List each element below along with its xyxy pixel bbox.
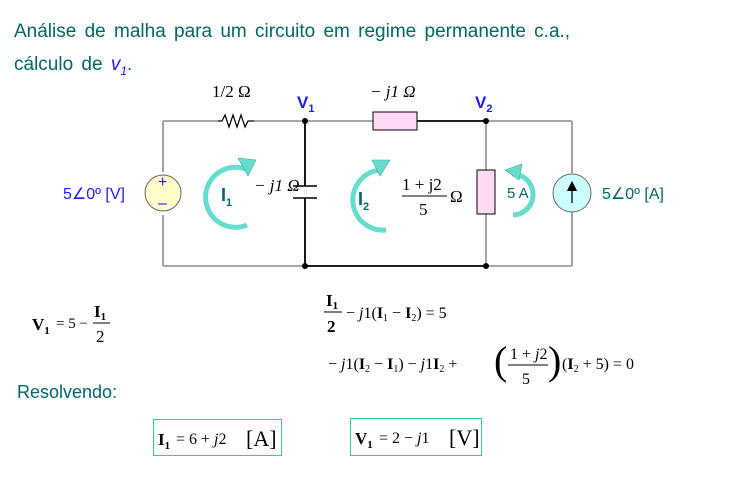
shunt-impedance: [476, 169, 496, 215]
svg-text:− j1(I1 − I2) = 5: − j1(I1 − I2) = 5: [346, 305, 447, 324]
resistor: [218, 113, 254, 129]
resolvendo-label: Resolvendo:: [17, 382, 118, 402]
series-impedance: [372, 111, 418, 131]
svg-text:V1: V1: [297, 93, 314, 115]
equation-mesh2: − j1(I2 − I1) − j1I2 + ( 1 + j2 5 ) (I2 …: [322, 338, 662, 397]
svg-text:2: 2: [96, 327, 105, 346]
svg-text:(I2 + 5) = 0: (I2 + 5) = 0: [562, 356, 634, 375]
svg-text:5: 5: [522, 371, 530, 388]
svg-text:= 5 −: = 5 −: [56, 316, 88, 332]
svg-text:5 A: 5 A: [507, 185, 529, 202]
slide-title: Análise de malha para um circuito em reg…: [14, 15, 570, 88]
svg-text:–: –: [158, 195, 167, 212]
svg-text:5∠0º [V]: 5∠0º [V]: [63, 186, 125, 203]
svg-text:(: (: [494, 340, 507, 383]
title-line-1: Análise de malha para um circuito em reg…: [14, 21, 571, 42]
svg-text:I1: I1: [158, 430, 170, 452]
svg-text:− j1 Ω: − j1 Ω: [370, 82, 416, 101]
svg-text:V2: V2: [475, 93, 492, 115]
equation-v1: V1 = 5 − I1 2: [30, 300, 130, 351]
equation-mesh1: I1 2 − j1(I1 − I2) = 5: [322, 288, 522, 343]
svg-text:1 + j2: 1 + j2: [510, 346, 547, 363]
svg-text:I1: I1: [326, 291, 338, 312]
result-v1-box: V1 = 2 − j1 [V]: [350, 418, 482, 456]
svg-text:5∠0º [A]: 5∠0º [A]: [602, 186, 664, 203]
svg-text:− j1(I2 − I1) − j1I2 +: − j1(I2 − I1) − j1I2 +: [328, 356, 457, 375]
svg-text:[V]: [V]: [449, 425, 480, 450]
svg-text:[A]: [A]: [246, 426, 277, 451]
svg-text:I1: I1: [221, 185, 232, 209]
svg-text:2: 2: [327, 317, 336, 336]
wires: [162, 120, 573, 267]
svg-text:V1: V1: [32, 315, 50, 337]
svg-text:+: +: [158, 174, 167, 191]
svg-text:= 6 + j2: = 6 + j2: [176, 431, 227, 448]
svg-text:= 2 − j1: = 2 − j1: [379, 430, 430, 447]
resistor-label: 1/2 Ω: [212, 82, 251, 101]
svg-text:): ): [548, 340, 561, 383]
svg-text:I1: I1: [94, 302, 106, 323]
svg-text:V1: V1: [355, 429, 373, 451]
svg-text:5: 5: [419, 200, 428, 219]
voltage-source: [144, 174, 182, 212]
svg-text:1 + j2: 1 + j2: [402, 175, 442, 194]
title-line-2: cálculo de v1.: [14, 54, 133, 78]
svg-text:I2: I2: [358, 189, 369, 213]
svg-text:Ω: Ω: [450, 187, 463, 206]
svg-text:− j1 Ω: − j1 Ω: [254, 176, 300, 195]
result-i1-box: I1 = 6 + j2 [A]: [153, 419, 282, 456]
